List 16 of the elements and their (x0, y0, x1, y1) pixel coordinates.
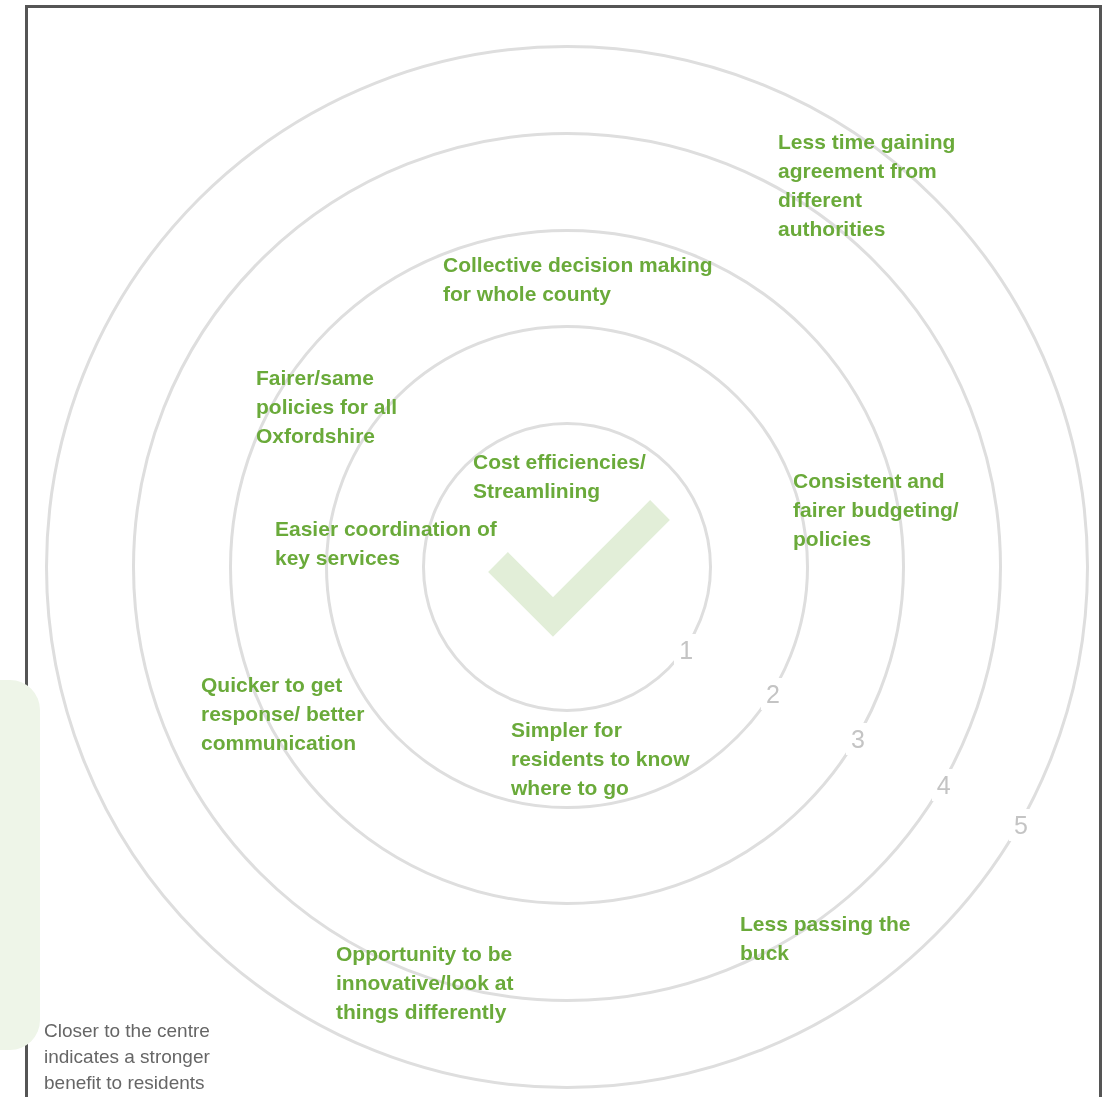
benefit-label: Simpler for residents to know where to go (511, 717, 691, 801)
benefit-label: Opportunity to be innovative/look at things differently (336, 941, 515, 1025)
benefit-label: Fairer/same policies for all Oxfordshire (256, 365, 399, 449)
ring-number: 3 (845, 723, 870, 756)
note-text: Closer to the centre indicates a stronger benefit to residents (44, 1019, 211, 1095)
benefit-label: Less passing the buck (740, 911, 912, 966)
benefit-label: Collective decision making for whole county (443, 252, 714, 307)
benefit-label: Cost efficiencies/ Streamlining (473, 449, 647, 504)
benefit-label: Quicker to get response/ better communication (201, 672, 366, 756)
benefit-label: Easier coordination of key services (275, 516, 498, 571)
ring-number: 5 (1008, 808, 1033, 841)
benefit-label: Consistent and fairer budgeting/ policies (793, 468, 960, 552)
benefit-label: Less time gaining agreement from different authorities (778, 129, 957, 242)
ring-number: 1 (674, 633, 699, 666)
ring-number: 2 (761, 677, 785, 710)
ring-circle (132, 132, 1002, 1002)
